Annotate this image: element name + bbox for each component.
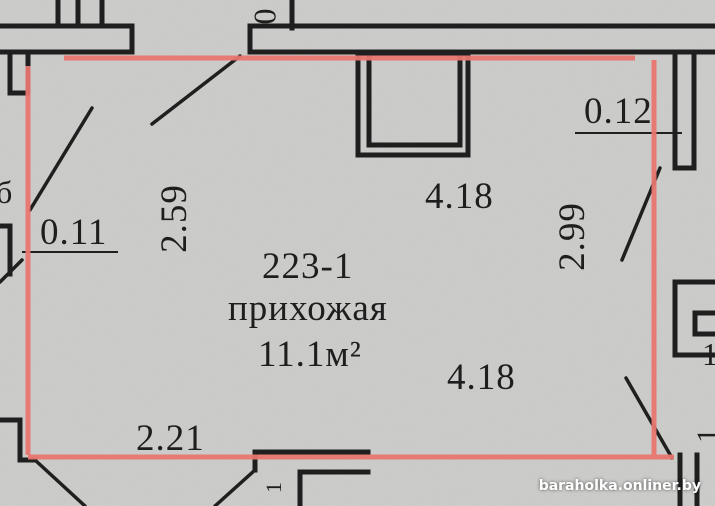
dimension-top-width: 4.18 xyxy=(425,176,494,217)
room-area: 11.1м² xyxy=(258,334,362,375)
door-swings xyxy=(0,54,674,506)
partial-label-right-1: 1 xyxy=(702,336,715,372)
dimension-left-wall-thickness: 0.11 xyxy=(40,212,108,253)
partial-label-top: 0 xyxy=(246,7,283,25)
room-highlight-outline xyxy=(25,55,674,460)
partial-label-left: б xyxy=(0,174,14,210)
dimension-left-height: 2.59 xyxy=(153,184,195,253)
room-name: прихожая xyxy=(228,288,388,329)
dimension-underlines xyxy=(22,132,682,253)
partial-label-right-2: 1 xyxy=(691,427,715,443)
dimension-bottom-left-width: 2.21 xyxy=(136,418,205,459)
dimension-bottom-width: 4.18 xyxy=(447,357,516,398)
watermark: baraholka.onliner.by xyxy=(538,478,701,494)
dimension-right-wall-thickness: 0.12 xyxy=(584,91,653,132)
dimension-right-height: 2.99 xyxy=(551,202,593,271)
room-number: 223-1 xyxy=(262,246,354,287)
partial-label-bottom: 1 xyxy=(261,481,286,493)
